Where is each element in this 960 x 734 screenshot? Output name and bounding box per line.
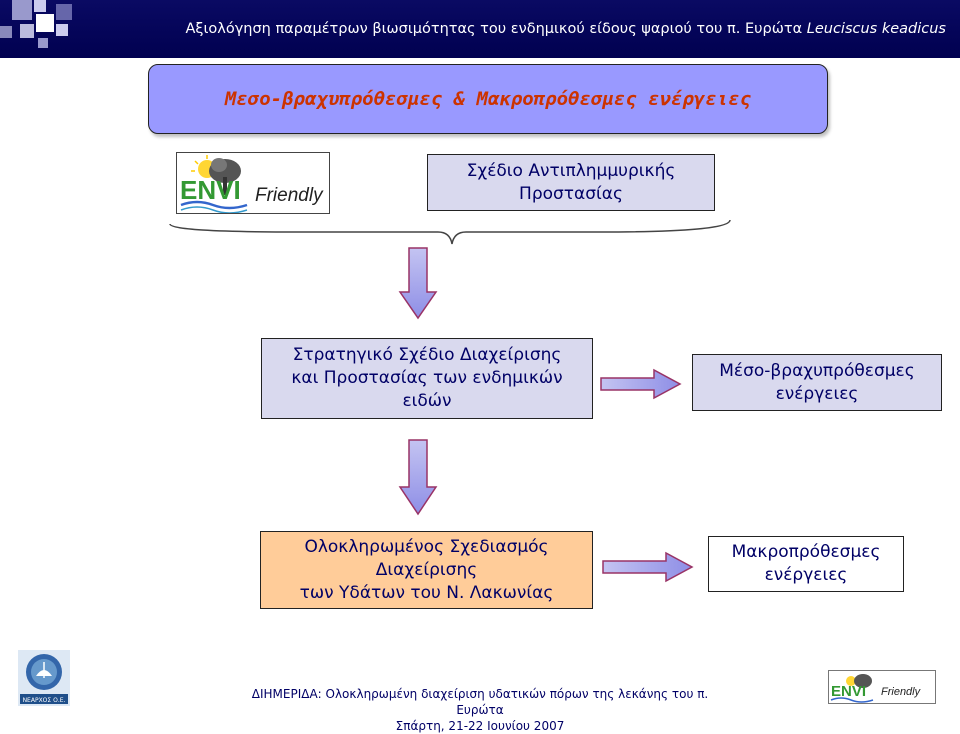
flood-protection-box: Σχέδιο Αντιπλημμυρικής Προστασίας (427, 154, 715, 211)
envi-text: ENVI (180, 175, 241, 205)
long-term-line2: ενέργειες (764, 565, 848, 585)
medium-short-term-box: Μέσο-βραχυπρόθεσμες ενέργειες (692, 354, 942, 411)
strategic-line3: ειδών (402, 391, 452, 411)
friendly-text-small: Friendly (881, 686, 922, 698)
strategic-line2: και Προστασίας των ενδημικών (291, 368, 563, 388)
long-term-box: Μακροπρόθεσμες ενέργειες (708, 536, 904, 592)
envi-friendly-logo-small: ENVI Friendly (828, 670, 936, 704)
envi-friendly-logo: ENVI Friendly (176, 152, 330, 214)
main-heading-box: Μεσο-βραχυπρόθεσμες & Μακροπρόθεσμες ενέ… (148, 64, 828, 134)
strategic-line1: Στρατηγικό Σχέδιο Διαχείρισης (292, 345, 562, 365)
nearchos-logo: ΝΕΑΡΧΟΣ Ο.Ε. (18, 650, 70, 706)
main-heading: Μεσο-βραχυπρόθεσμες & Μακροπρόθεσμες ενέ… (224, 88, 752, 110)
right-arrow-2 (602, 551, 694, 583)
grouping-brace (169, 219, 731, 245)
flood-plan-line1: Σχέδιο Αντιπλημμυρικής (466, 160, 676, 181)
long-term-line1: Μακροπρόθεσμες (731, 542, 881, 562)
integrated-water-planning-box: Ολοκληρωμένος Σχεδιασμός Διαχείρισης των… (260, 531, 593, 609)
footer-line2: Σπάρτη, 21-22 Ιουνίου 2007 (395, 719, 565, 733)
envi-logo-graphic: ENVI Friendly (180, 155, 324, 214)
envi-text-small: ENVI (831, 683, 866, 700)
footer: ΔΙΗΜΕΡΙΔΑ: Ολοκληρωμένη διαχείριση υδατι… (230, 686, 730, 734)
species-name: Leuciscus keadicus (806, 21, 946, 37)
nearchos-label: ΝΕΑΡΧΟΣ Ο.Ε. (23, 697, 66, 704)
integrated-line2: Διαχείρισης (375, 559, 478, 580)
header-bar: Αξιολόγηση παραμέτρων βιωσιμότητας του ε… (0, 0, 960, 58)
integrated-line1: Ολοκληρωμένος Σχεδιασμός (304, 536, 549, 557)
presentation-title: Αξιολόγηση παραμέτρων βιωσιμότητας του ε… (185, 21, 946, 37)
flood-plan-line2: Προστασίας (519, 183, 623, 204)
medium-short-line2: ενέργειες (775, 383, 859, 404)
title-text: Αξιολόγηση παραμέτρων βιωσιμότητας του ε… (185, 21, 803, 37)
decorative-squares (0, 0, 80, 58)
strategic-plan-box: Στρατηγικό Σχέδιο Διαχείρισης και Προστα… (261, 338, 593, 419)
medium-short-line1: Μέσο-βραχυπρόθεσμες (719, 360, 915, 381)
integrated-line3: των Υδάτων του Ν. Λακωνίας (299, 582, 554, 603)
friendly-text: Friendly (255, 185, 324, 206)
down-arrow-2 (398, 439, 438, 516)
down-arrow-1 (398, 247, 438, 320)
footer-line1: ΔΙΗΜΕΡΙΔΑ: Ολοκληρωμένη διαχείριση υδατι… (251, 687, 709, 717)
right-arrow-1 (600, 368, 682, 400)
